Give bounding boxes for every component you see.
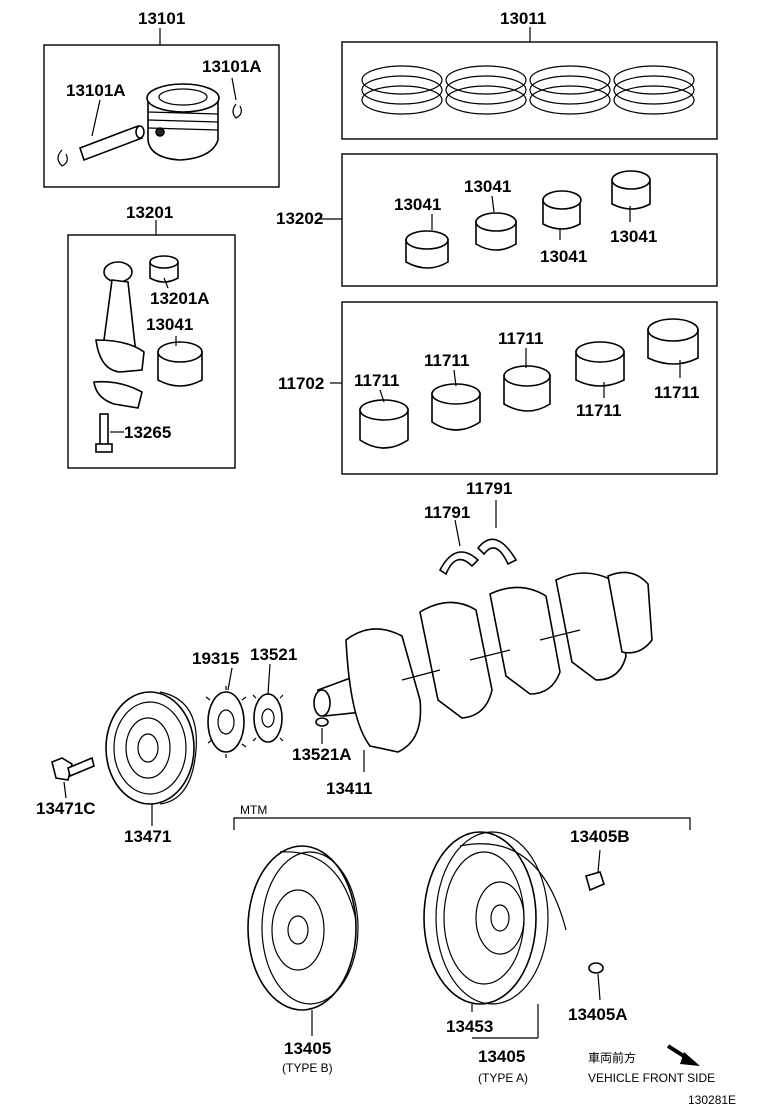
label-pulley: 13471 bbox=[124, 827, 171, 846]
mtm-bracket bbox=[233, 817, 691, 830]
label-piston-clip: 13101A bbox=[202, 57, 262, 76]
leader-lines bbox=[91, 77, 681, 403]
label-main-bearing-5: 11711 bbox=[654, 383, 699, 402]
main-bearing-group bbox=[330, 301, 718, 475]
piston-shape bbox=[146, 83, 220, 161]
ring-stack-4 bbox=[613, 65, 695, 115]
label-main-bearing-4: 11711 bbox=[576, 401, 621, 420]
label-diagram-id: 130281E bbox=[688, 1093, 736, 1107]
piston-box bbox=[43, 44, 280, 188]
label-piston-pin: 13101A bbox=[66, 81, 126, 100]
label-conrod-bearing-set: 13202 bbox=[276, 209, 323, 228]
conrod-shape bbox=[93, 261, 145, 409]
flywheel-dowel-shape bbox=[588, 962, 604, 1001]
label-flywheel-bolt: 13405B bbox=[570, 827, 630, 846]
label-conrod-bearing-4: 13041 bbox=[610, 227, 657, 246]
label-front-jp: 車両前方 bbox=[588, 1050, 636, 1065]
flywheel-a-shape bbox=[423, 831, 567, 1039]
thrust-washer-group bbox=[438, 500, 518, 576]
label-main-bearing-2: 11711 bbox=[424, 351, 469, 370]
label-main-bearing-set: 11702 bbox=[278, 374, 324, 393]
conrod-bushing-shape bbox=[149, 255, 179, 283]
label-thrust-washer-1: 11791 bbox=[424, 503, 470, 522]
label-piston-set: 13101 bbox=[138, 9, 185, 28]
cb-shell-3 bbox=[542, 190, 582, 230]
label-flywheel-a-type: (TYPE A) bbox=[478, 1071, 528, 1085]
ring-stack-2 bbox=[445, 65, 527, 115]
label-flywheel-b: 13405 bbox=[284, 1039, 331, 1058]
clip-right-shape bbox=[232, 103, 242, 119]
label-conrod-bearing-single: 13041 bbox=[146, 315, 193, 334]
thrust-washer-2-shape bbox=[476, 538, 518, 566]
timing-gear-shape bbox=[252, 693, 284, 743]
flywheel-b-shape bbox=[247, 845, 359, 1036]
label-conrod-bearing-1: 13041 bbox=[394, 195, 441, 214]
cb-shell-4 bbox=[611, 170, 651, 210]
label-main-bearing-3: 11711 bbox=[498, 329, 543, 348]
label-conrod-bearing-2: 13041 bbox=[464, 177, 511, 196]
conrod-bearing-group bbox=[320, 153, 718, 287]
label-crankshaft: 13411 bbox=[326, 779, 372, 798]
label-mtm: MTM bbox=[240, 803, 267, 817]
pulley-bolt-shape bbox=[51, 756, 95, 781]
cb-shell-1 bbox=[405, 230, 449, 269]
cb-shell-2 bbox=[475, 212, 517, 251]
front-arrow-icon bbox=[666, 1044, 700, 1066]
label-flywheel-a: 13405 bbox=[478, 1047, 525, 1066]
label-pulley-bolt: 13471C bbox=[36, 799, 96, 818]
key-shape bbox=[315, 717, 329, 727]
label-thrust-washer-2: 11791 bbox=[466, 479, 512, 498]
pulley-group bbox=[51, 691, 197, 826]
conrod-bolt-shape bbox=[95, 413, 124, 453]
label-flywheel-b-type: (TYPE B) bbox=[282, 1061, 333, 1075]
ring-stack-1 bbox=[361, 65, 443, 115]
label-front-en: VEHICLE FRONT SIDE bbox=[588, 1071, 715, 1085]
label-ring-gear: 13453 bbox=[446, 1017, 493, 1036]
conrod-shell-shape bbox=[157, 341, 203, 387]
label-conrod-bearing-3: 13041 bbox=[540, 247, 587, 266]
mb-shell-1 bbox=[359, 399, 409, 449]
label-conrod-bushing: 13201A bbox=[150, 289, 210, 308]
flywheel-bolt-shape bbox=[585, 849, 605, 892]
label-oil-pump-gear: 19315 bbox=[192, 649, 239, 668]
clip-left-shape bbox=[57, 149, 68, 167]
label-timing-gear: 13521 bbox=[250, 645, 297, 664]
conrod-box bbox=[67, 234, 236, 469]
thrust-washer-1-shape bbox=[438, 551, 480, 576]
mb-shell-5 bbox=[647, 318, 699, 365]
crankshaft-shape bbox=[313, 571, 653, 772]
conrod-bearing-box bbox=[341, 153, 718, 287]
conrod-group bbox=[67, 220, 236, 469]
label-ring-set: 13011 bbox=[500, 9, 546, 28]
label-conrod: 13201 bbox=[126, 203, 173, 222]
label-key: 13521A bbox=[292, 745, 352, 764]
mb-shell-2 bbox=[431, 383, 481, 431]
ring-stack-3 bbox=[529, 65, 611, 115]
label-main-bearing-1: 11711 bbox=[354, 371, 399, 390]
part-labels: 13101 13101A 13101A 13011 13202 13041 13… bbox=[36, 9, 736, 1107]
gear-group bbox=[205, 663, 329, 758]
piston-group bbox=[43, 28, 280, 188]
mb-shell-4 bbox=[575, 341, 625, 387]
oil-pump-gear-shape bbox=[205, 686, 247, 758]
pulley-shape bbox=[105, 691, 197, 805]
ring-group bbox=[341, 27, 718, 140]
main-bearing-box bbox=[341, 301, 718, 475]
mb-shell-3 bbox=[503, 365, 551, 412]
label-flywheel-dowel: 13405A bbox=[568, 1005, 628, 1024]
piston-pin-shape bbox=[78, 124, 145, 162]
label-conrod-bolt: 13265 bbox=[124, 423, 171, 442]
